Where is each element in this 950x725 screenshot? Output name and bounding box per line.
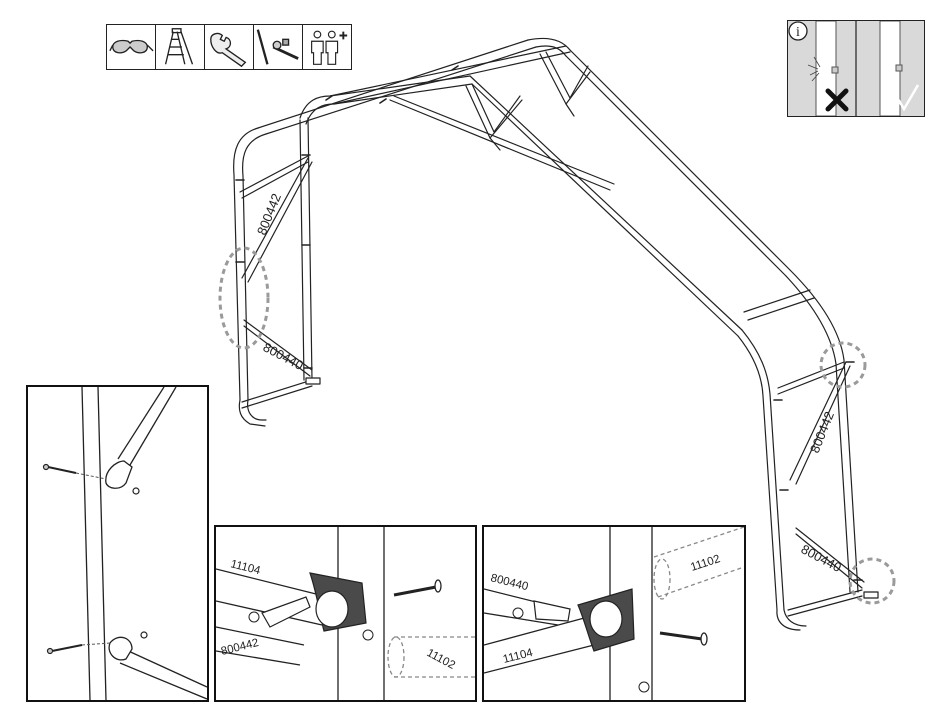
socket-wrench-icon: [254, 25, 303, 69]
safety-glasses-icon: [107, 25, 156, 69]
detail-panel-left: [26, 385, 209, 702]
truss-braces: [390, 52, 614, 190]
label-part-11102: 11102: [425, 647, 457, 672]
label-right-strut: 800440: [799, 541, 844, 575]
step-ladder-icon: [156, 25, 205, 69]
wrench-icon: [205, 25, 254, 69]
info-tip-box: i: [787, 20, 925, 117]
detail-panel-right: 800440 11104 11102: [482, 525, 746, 702]
label-right-brace: 800442: [807, 409, 837, 455]
check-mark-icon: [898, 85, 918, 109]
info-symbol: i: [796, 25, 800, 40]
rafters: [470, 50, 790, 336]
label-part-11104: 11104: [229, 558, 262, 577]
label-part-11104-right: 11104: [502, 647, 535, 666]
detail-panel-middle: 11104 800442 11102: [214, 525, 477, 702]
label-part-800440: 800440: [489, 572, 529, 593]
label-left-brace: 800442: [254, 191, 284, 237]
required-tools-bar: [106, 24, 352, 70]
rear-arch-left: [300, 76, 472, 380]
label-left-strut: 800440: [261, 339, 306, 373]
label-part-11102-right: 11102: [689, 553, 722, 574]
two-people-plus-icon: [303, 25, 351, 69]
